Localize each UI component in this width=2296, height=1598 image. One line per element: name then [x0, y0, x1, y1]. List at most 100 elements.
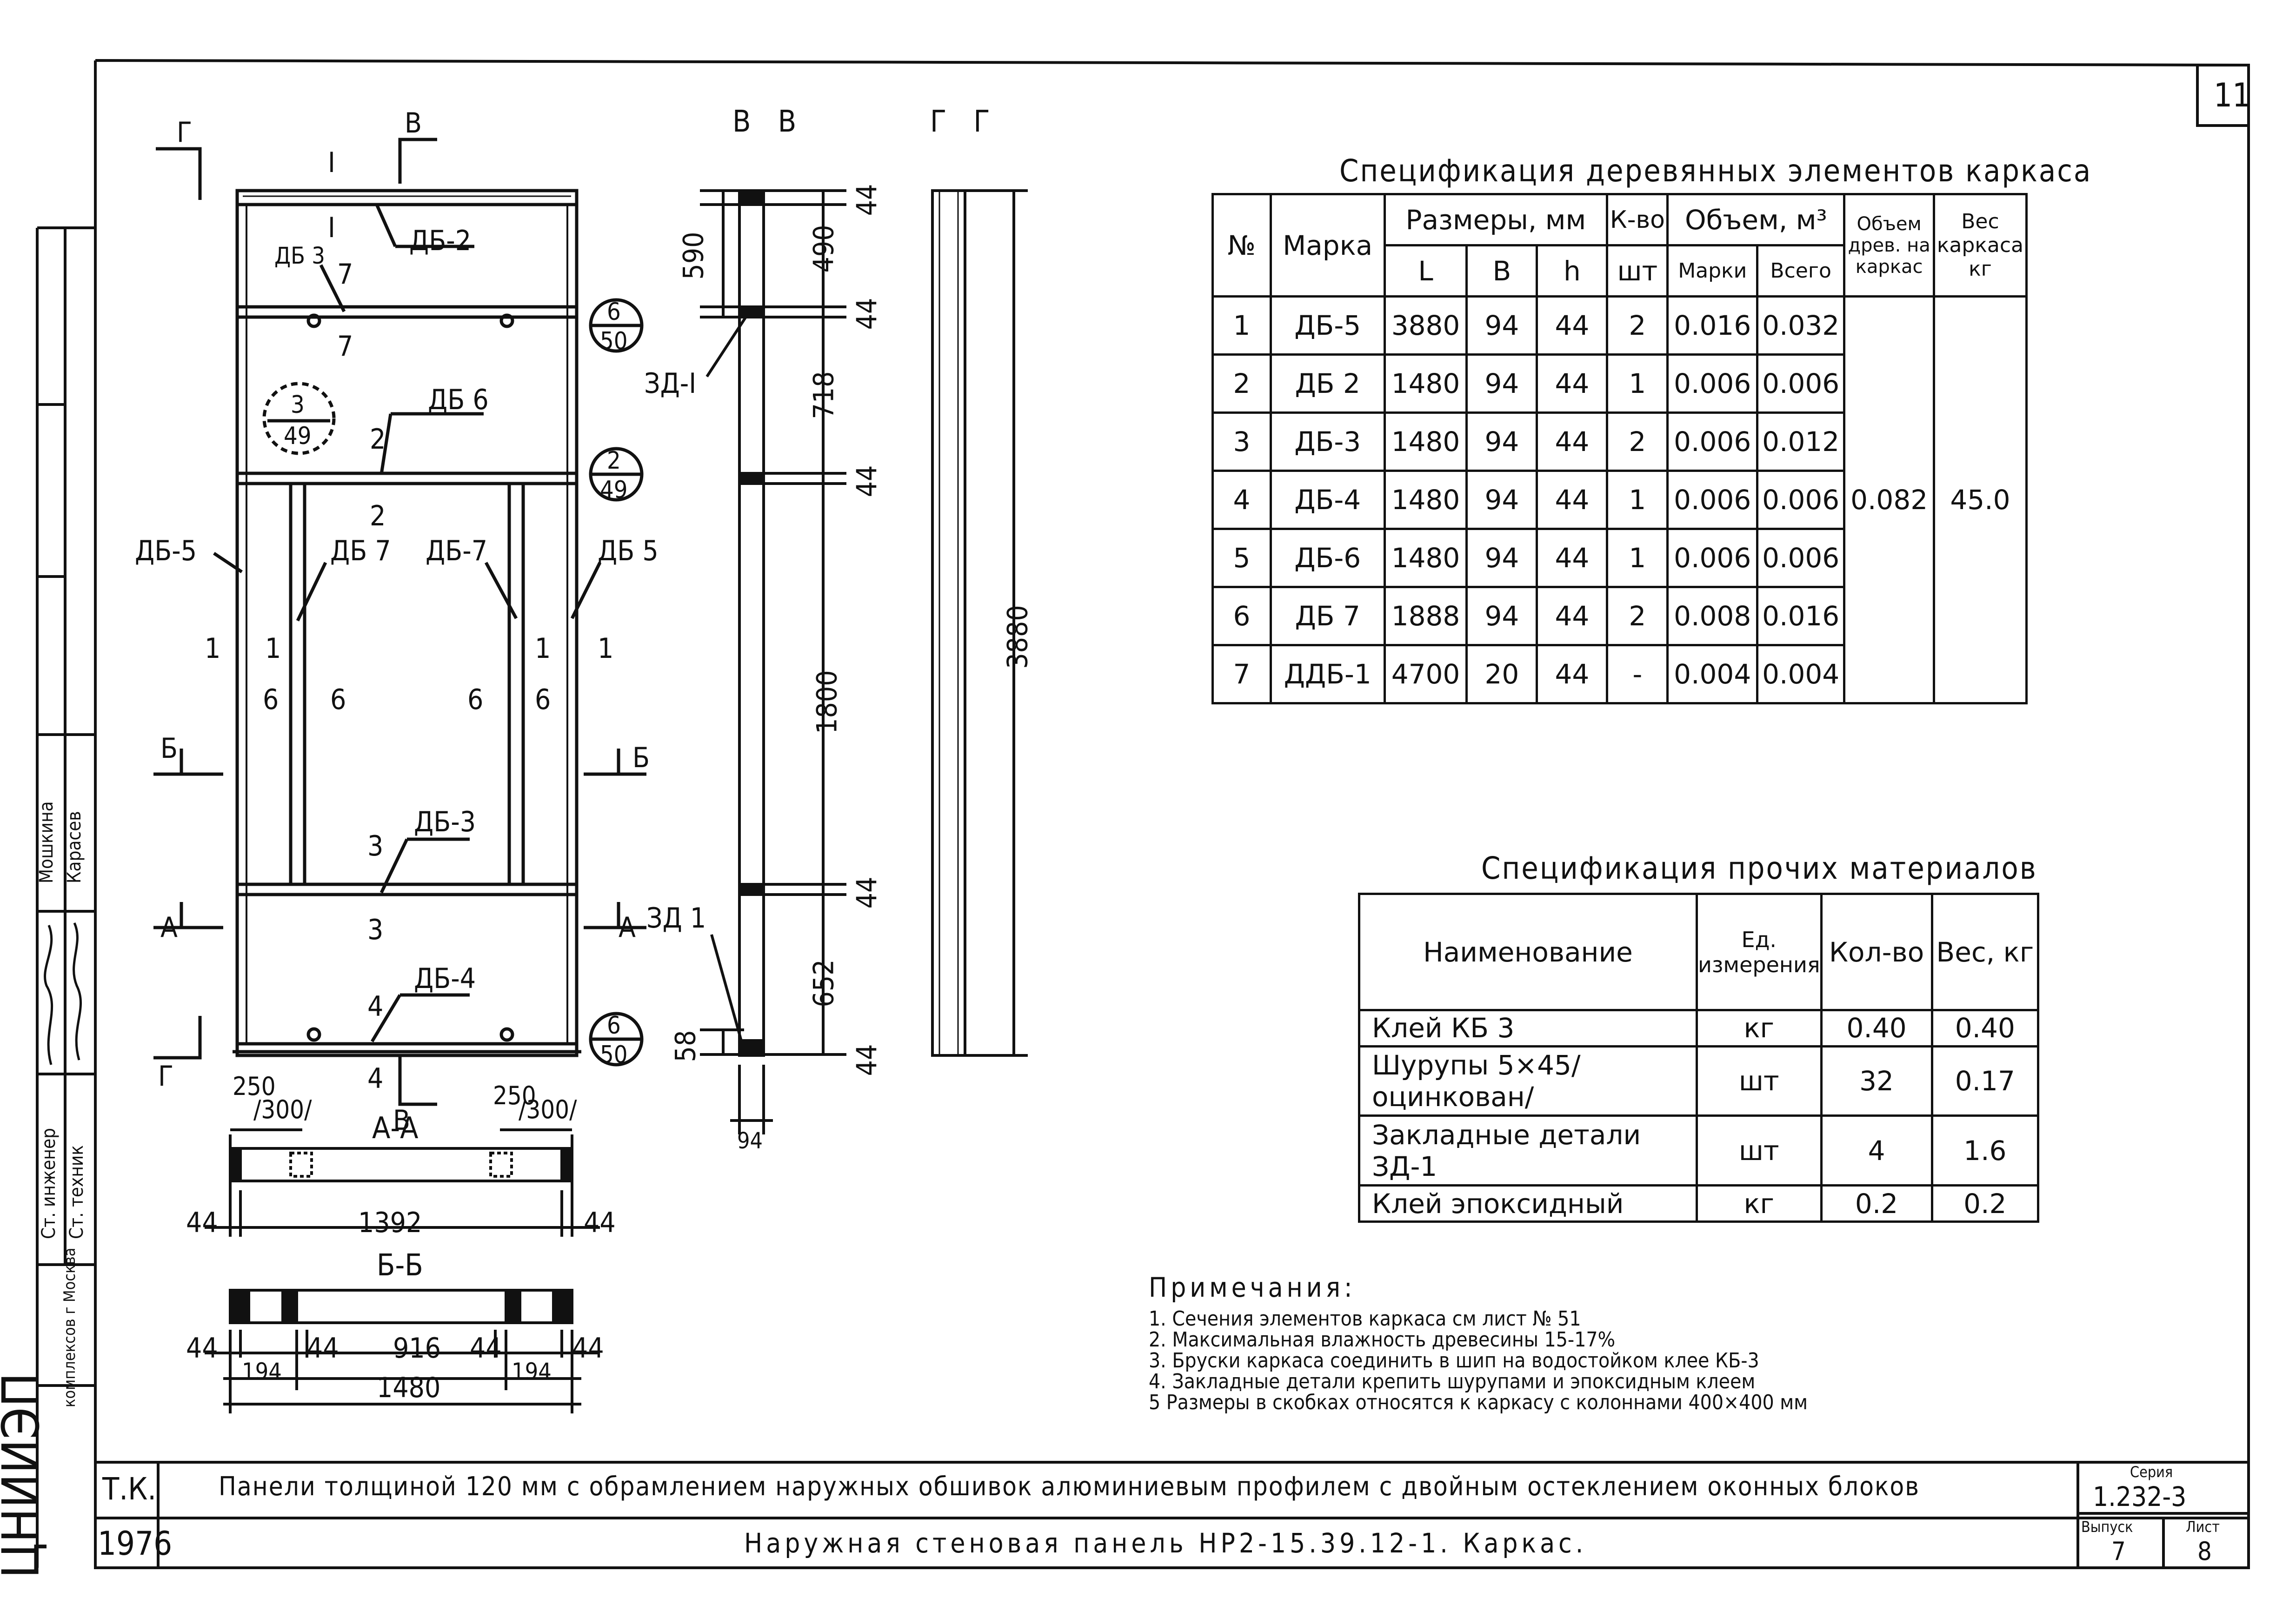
- stamp-name-2: Карасев: [64, 811, 85, 883]
- cell: кг: [1696, 1009, 1823, 1048]
- label-db5-right: ДБ 5: [598, 535, 659, 567]
- dim-aa-300-left: /300/: [253, 1095, 312, 1124]
- section-mark-7-a: 7: [337, 258, 353, 291]
- section-mark-4-a: 4: [367, 990, 384, 1023]
- cell: 0.016: [1756, 586, 1846, 646]
- cell: 1: [1606, 528, 1669, 588]
- dim-490: 490: [807, 225, 840, 273]
- cell: 94: [1465, 353, 1538, 414]
- dim-aa-300-right: /300/: [519, 1095, 577, 1124]
- cell: 94: [1465, 470, 1538, 530]
- dim-44-d: 44: [851, 876, 884, 909]
- section-mark-7-b: 7: [337, 330, 353, 363]
- section-mark-2-a: 2: [370, 423, 386, 456]
- stamp-name-1: Мошкина: [36, 801, 57, 883]
- cell: 0.008: [1666, 586, 1758, 646]
- sheet-number-box: [2196, 64, 2250, 127]
- cell: 1480: [1383, 470, 1468, 530]
- issue-label: Выпуск: [2081, 1518, 2133, 1536]
- dim-bb-194-right: 194: [512, 1358, 552, 1385]
- cell: 1: [1211, 295, 1272, 356]
- label-db5-left: ДБ-5: [135, 535, 197, 567]
- dim-718: 718: [807, 371, 840, 419]
- cell: ДБ-5: [1269, 295, 1386, 356]
- cell: 1480: [1383, 528, 1468, 588]
- callout-3-den: 49: [600, 476, 628, 504]
- cell: 0.016: [1666, 295, 1758, 356]
- cell: 0.006: [1666, 528, 1758, 588]
- cell: 44: [1536, 586, 1609, 646]
- cell: кг: [1696, 1184, 1823, 1223]
- th-qty-unit: шт: [1606, 244, 1669, 298]
- stamp-role-2: Ст. техник: [66, 1145, 87, 1239]
- view-title-gg: Г Г: [930, 105, 999, 139]
- cell: ДБ 2: [1269, 353, 1386, 414]
- cell: 0.006: [1756, 470, 1846, 530]
- cell: 0.2: [1820, 1184, 1933, 1223]
- section-mark-I-b: I: [328, 212, 335, 244]
- th-h: h: [1536, 244, 1609, 298]
- cell: 44: [1536, 411, 1609, 472]
- cell: 3880: [1383, 295, 1468, 356]
- org-code: Т.К.: [102, 1471, 157, 1507]
- dim-aa-250-left: 250: [233, 1072, 276, 1101]
- label-db7-left: ДБ 7: [330, 535, 391, 567]
- cell: Клей КБ 3: [1358, 1009, 1698, 1048]
- stamp-role-1: Ст. инженер: [38, 1128, 60, 1239]
- cell: 1: [1606, 470, 1669, 530]
- section-mark-6-b: 6: [330, 683, 346, 716]
- section-mark-4-b: 4: [367, 1062, 384, 1095]
- section-mark-6-a: 6: [263, 683, 279, 716]
- dim-44-a: 44: [851, 184, 884, 216]
- section-bb-drawing: [205, 1289, 600, 1413]
- notes-title: Примечания:: [1149, 1272, 1356, 1303]
- callout-2-den: 49: [284, 422, 312, 450]
- dim-3880: 3880: [1001, 605, 1034, 669]
- section-mark-2-b: 2: [370, 500, 386, 532]
- sheet-value: 8: [2197, 1537, 2212, 1566]
- th-L: L: [1383, 244, 1468, 298]
- dim-bb-44-b: 44: [307, 1332, 339, 1365]
- cut-mark-v-bottom: В: [393, 1104, 411, 1137]
- cell: 0.40: [1930, 1009, 2040, 1048]
- cell: 7: [1211, 644, 1272, 704]
- cell: 0.40: [1820, 1009, 1933, 1048]
- dim-aa-44-right: 44: [584, 1207, 616, 1239]
- callout-1-num: 6: [607, 298, 621, 326]
- note-item: 3. Бруски каркаса соединить в шип на вод…: [1149, 1349, 1759, 1373]
- note-item: 5 Размеры в скобках относятся к каркасу …: [1149, 1391, 1808, 1414]
- label-db3-lower: ДБ-3: [414, 806, 476, 838]
- year: 1976: [98, 1525, 173, 1563]
- stamp-org: ЦНИИЭП: [0, 1373, 51, 1578]
- cell: 4: [1820, 1114, 1933, 1187]
- cut-mark-b-left: Б: [160, 732, 178, 765]
- th-vol-total: Всего: [1756, 244, 1846, 298]
- th-mat-qty: Кол-во: [1820, 893, 1933, 1011]
- total-weight: 45.0: [1932, 295, 2028, 704]
- dim-590: 590: [677, 232, 710, 280]
- th-weight: Вес каркаса кг: [1932, 193, 2028, 298]
- section-aa-drawing: [205, 1128, 600, 1237]
- materials-table-title: Спецификация прочих материалов: [1481, 850, 2037, 886]
- wood-table-title: Спецификация деревянных элементов каркас…: [1339, 153, 2092, 189]
- cell: 4700: [1383, 644, 1468, 704]
- dim-bb-1480: 1480: [377, 1372, 441, 1404]
- cell: 4: [1211, 470, 1272, 530]
- dim-58: 58: [669, 1030, 702, 1062]
- th-mat-weight: Вес, кг: [1930, 893, 2040, 1011]
- dim-652: 652: [807, 959, 840, 1008]
- th-mark: Марка: [1269, 193, 1386, 298]
- sheet-label: Лист: [2186, 1518, 2220, 1536]
- stamp-signature: [44, 922, 82, 1065]
- view-title-bb: В В: [732, 105, 806, 139]
- cell: 1480: [1383, 353, 1468, 414]
- cell: 94: [1465, 295, 1538, 356]
- cell: 20: [1465, 644, 1538, 704]
- cell: 0.2: [1930, 1184, 2040, 1223]
